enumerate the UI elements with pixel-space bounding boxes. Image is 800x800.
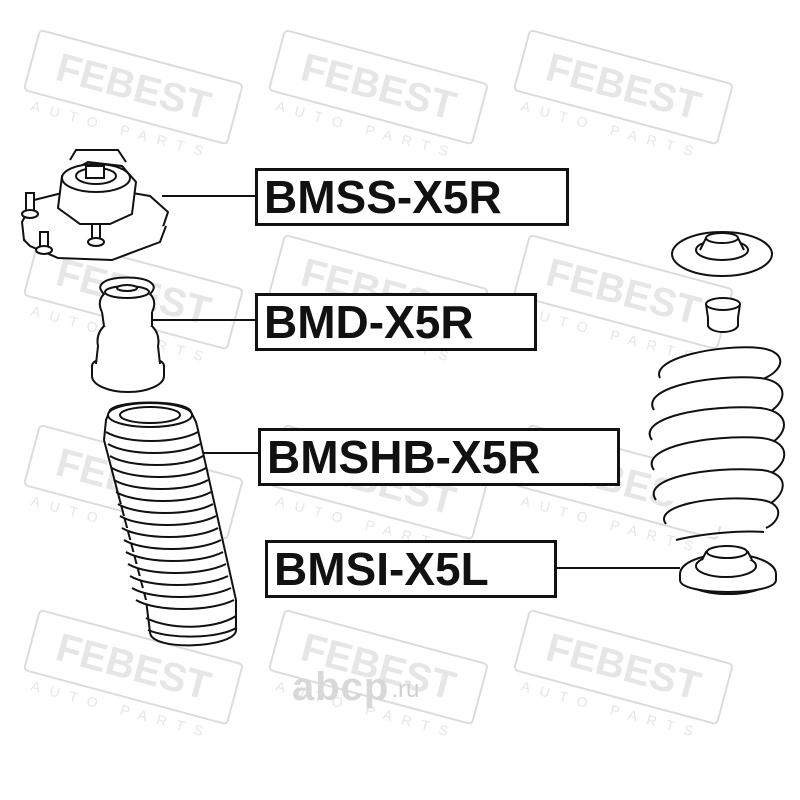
- site-watermark: abcp .ru: [292, 662, 419, 712]
- site-watermark-tld: .ru: [391, 676, 420, 703]
- shock-boot-icon: [102, 401, 237, 647]
- part-label-bmd[interactable]: BMD-X5R: [255, 293, 537, 351]
- bump-stop-icon: [91, 276, 165, 393]
- leader-lines: [150, 195, 680, 569]
- spring-seat-insulator-icon: [679, 545, 777, 595]
- part-label-bmshb[interactable]: BMSHB-X5R: [258, 428, 620, 486]
- part-label-bmsi[interactable]: BMSI-X5L: [265, 540, 557, 598]
- coil-spring-assembly-icon: [648, 231, 786, 541]
- part-label-bmss[interactable]: BMSS-X5R: [255, 168, 569, 226]
- site-watermark-name: abcp: [292, 664, 390, 709]
- strut-mount-icon: [20, 149, 170, 262]
